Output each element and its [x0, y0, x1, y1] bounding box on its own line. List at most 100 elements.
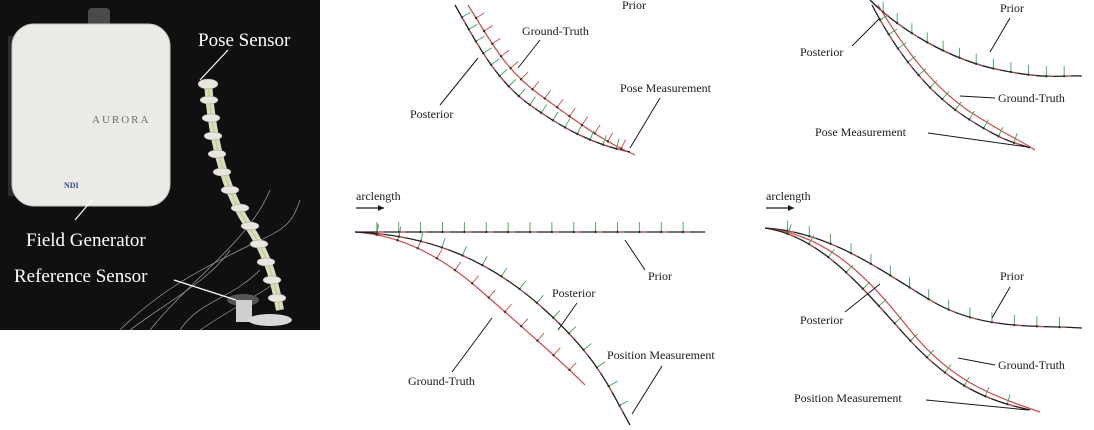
frame-origin [539, 111, 543, 114]
frame-origin [435, 257, 439, 260]
frame-origin [416, 246, 419, 250]
frame-axis [499, 69, 508, 77]
frame-axis [461, 11, 471, 18]
frame-axis [583, 343, 592, 351]
frame-origin [877, 304, 881, 308]
frame-axis [376, 223, 379, 234]
ground-truth-curve [764, 227, 1041, 413]
frame-origin [943, 371, 947, 374]
frame-origin [869, 262, 873, 266]
device-maker: NDI [64, 181, 79, 190]
frame-origin [580, 123, 584, 127]
frame-origin [552, 353, 555, 357]
pose-sensor-leader [199, 49, 229, 81]
sensor-cables [119, 189, 301, 330]
measurement-leader [631, 365, 663, 415]
frame-axis [520, 71, 529, 80]
prior-leader [989, 17, 1011, 53]
frame-axis [544, 90, 551, 99]
frame-axis [907, 55, 917, 63]
frame-axis [1006, 394, 1011, 405]
frame-origin [618, 404, 621, 407]
posterior-frames [786, 224, 1015, 407]
frame-axis [481, 256, 488, 266]
frame-origin [917, 73, 920, 77]
panel-bottom-middle: arclength Prior Posterior Ground-Truth P… [354, 189, 715, 426]
frame-origin [460, 15, 464, 19]
frame-axis [878, 298, 887, 307]
frame-axis [576, 124, 583, 135]
frame-origin [1045, 75, 1048, 78]
frame-origin [595, 366, 599, 369]
experimental-setup-photo: AURORA NDI Pose Sensor Field G [0, 0, 320, 330]
frame-origin [487, 296, 490, 299]
frame-origin [607, 385, 610, 388]
measurement-label: Position Measurement [607, 348, 715, 362]
frame-axis [519, 280, 526, 290]
prior-frames [881, 2, 1072, 78]
frame-origin [896, 47, 900, 50]
frame-axis [483, 25, 493, 32]
frame-axis [888, 28, 898, 35]
frame-axis [897, 42, 907, 49]
prior-label: Prior [622, 0, 646, 12]
frame-origin [555, 106, 559, 109]
posterior-frames [375, 223, 629, 412]
posterior-leader [557, 302, 578, 331]
frame-origin [638, 230, 641, 234]
frame-origin [506, 230, 510, 234]
frame-origin [660, 230, 663, 234]
continuum-robot [197, 78, 287, 311]
field-generator-label: Field Generator [26, 230, 146, 251]
measurement-label: Pose Measurement [815, 125, 907, 139]
frame-origin [616, 230, 619, 234]
prior-frames [786, 220, 1067, 329]
frame-origin [997, 135, 1000, 138]
frame-axis [520, 318, 529, 327]
frame-axis [491, 37, 501, 45]
frame-origin [509, 66, 512, 70]
panel-bottom-right: arclength Prior Posterior Ground-Truth P… [764, 189, 1083, 413]
frame-origin [518, 287, 521, 291]
frame-axis [984, 386, 990, 397]
frame-origin [1009, 70, 1013, 74]
frame-axis [929, 80, 938, 88]
frame-origin [947, 308, 950, 311]
frame-origin [982, 127, 985, 130]
frame-axis [501, 267, 508, 277]
frame-origin [954, 108, 957, 112]
frame-origin [926, 41, 929, 44]
panel-top-middle: Prior Ground-Truth Posterior Pose Measur… [410, 0, 712, 156]
frame-axis [420, 231, 424, 242]
frame-origin [485, 230, 488, 234]
frame-origin [572, 230, 575, 234]
frame-origin [419, 230, 422, 234]
ground-truth-leader [959, 95, 996, 99]
frame-axis [941, 91, 950, 100]
measurement-leader [925, 399, 1029, 411]
frame-axis [894, 316, 903, 324]
frame-axis [510, 61, 519, 69]
posterior-leader [851, 17, 881, 47]
frame-origin [482, 52, 485, 55]
frame-origin [474, 16, 478, 20]
frame-origin [958, 56, 961, 59]
measurement-leader [629, 97, 661, 149]
frame-axis [569, 107, 576, 117]
frame-origin [519, 78, 523, 81]
frame-origin [499, 55, 503, 58]
ground-truth-label: Ground-Truth [998, 91, 1065, 105]
frame-axis [556, 98, 564, 108]
frame-origin [582, 348, 585, 352]
frame-axis [944, 364, 952, 373]
ground-truth-curve [354, 231, 586, 386]
reference-sensor-label: Reference Sensor [14, 266, 148, 287]
frame-origin [827, 255, 830, 259]
frame-axis [471, 275, 479, 284]
frame-origin [1027, 73, 1030, 76]
frame-origin [528, 230, 532, 234]
ground-truth-leader [451, 317, 493, 373]
frame-origin [481, 263, 484, 267]
frame-axis [589, 130, 595, 140]
frame-axis [537, 332, 545, 341]
